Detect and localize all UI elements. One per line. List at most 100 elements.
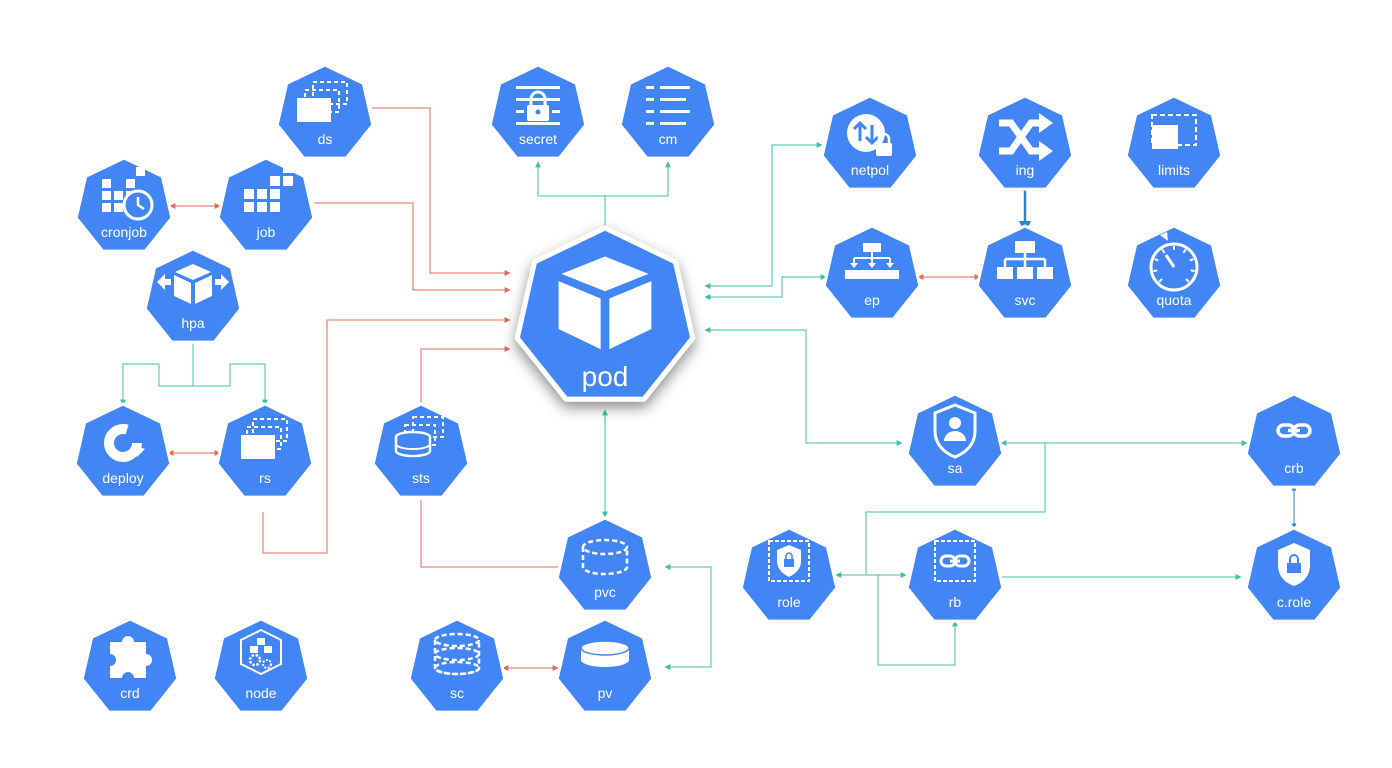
node-pod: pod (514, 225, 696, 402)
persistent-volume-disk-icon (580, 640, 630, 667)
node-netpol: netpol (820, 94, 920, 191)
cronjob-clock-icon (102, 167, 154, 221)
node-pod-shape (514, 225, 696, 402)
cluster-role-lock-icon (1278, 543, 1310, 586)
node-label-crole: c.role (1277, 594, 1311, 610)
node-label-pvc: pvc (594, 584, 616, 600)
node-label-pod: pod (582, 361, 629, 392)
node-label-secret: secret (519, 131, 557, 147)
edge-rs-pod (262, 317, 511, 554)
node-crb-shape (1244, 392, 1344, 489)
storage-class-stack-icon (433, 632, 481, 676)
node-label-node: node (245, 685, 276, 701)
node-rs: rs (215, 402, 315, 499)
node-label-deploy: deploy (102, 470, 143, 486)
node-label-sc: sc (450, 685, 464, 701)
node-label-ing: ing (1016, 162, 1035, 178)
edge-pod-sa (704, 327, 903, 446)
node-pv: pv (555, 617, 655, 714)
cluster-role-binding-link-icon (1276, 423, 1312, 438)
node-sa: sa (905, 392, 1005, 489)
node-label-limits: limits (1158, 162, 1190, 178)
edge-hpa-deploy (120, 343, 194, 406)
edge-hpa-rs (193, 363, 268, 406)
node-quota: quota (1124, 224, 1224, 321)
statefulset-disk-icon (394, 416, 444, 458)
node-label-role: role (777, 594, 801, 610)
node-sts: sts (371, 402, 471, 499)
node-role: role (739, 526, 839, 623)
quota-gauge-icon (1149, 232, 1199, 292)
deployment-cycle-icon (104, 424, 145, 462)
node-label-svc: svc (1015, 292, 1036, 308)
pvc-disk-dashed-icon (581, 538, 629, 576)
secret-lock-icon (516, 86, 560, 125)
node-label-crb: crb (1284, 460, 1304, 476)
edge-job-pod (314, 202, 511, 293)
node-ds: ds (275, 63, 375, 160)
node-label-pv: pv (598, 685, 613, 701)
node-svc: svc (975, 224, 1075, 321)
node-deploy: deploy (73, 402, 173, 499)
node-crole: c.role (1244, 526, 1344, 623)
node-hpa-shape (143, 247, 243, 344)
node-label-cronjob: cronjob (101, 224, 147, 240)
node-sc-shape (407, 617, 507, 714)
role-binding-link-icon (934, 540, 976, 582)
node-secret: secret (488, 63, 588, 160)
node-quota-shape (1124, 224, 1224, 321)
role-lock-icon (768, 540, 810, 582)
node-cluster-icon (240, 628, 282, 676)
node-label-sts: sts (412, 470, 430, 486)
node-node-shape (211, 617, 311, 714)
node-job: job (216, 156, 316, 253)
node-rb-shape (905, 526, 1005, 623)
edge-rb-loop (877, 575, 958, 666)
endpoints-icon (845, 243, 899, 279)
node-sc: sc (407, 617, 507, 714)
configmap-list-icon (646, 86, 690, 125)
node-pvc-shape (555, 516, 655, 613)
edge-sts-pvc (420, 500, 560, 568)
node-label-hpa: hpa (181, 315, 205, 331)
service-account-user-icon (933, 403, 977, 459)
edge-rb-sa (865, 443, 1046, 575)
ingress-shuffle-icon (999, 113, 1053, 161)
node-label-netpol: netpol (851, 162, 889, 178)
node-hpa: hpa (143, 247, 243, 344)
node-label-ep: ep (864, 292, 880, 308)
node-pvc: pvc (555, 516, 655, 613)
node-cm: cm (618, 63, 718, 160)
service-tree-icon (997, 241, 1053, 279)
node-limits: limits (1124, 94, 1224, 191)
edge-pod-secret (535, 161, 605, 197)
hpa-scale-icon (157, 264, 229, 304)
pod-cube-icon (558, 256, 652, 350)
edge-ep-pod (704, 274, 827, 300)
node-label-rs: rs (259, 470, 271, 486)
nodes-layer: ds secret cm netpol ing limits cronjob job pod ep… (73, 63, 1344, 714)
edge-ds-pod (372, 107, 511, 276)
node-ing: ing (975, 94, 1075, 191)
node-ep: ep (822, 224, 922, 321)
limit-range-icon (1151, 114, 1197, 149)
node-label-sa: sa (948, 460, 963, 476)
node-label-ds: ds (318, 131, 333, 147)
daemonset-icon (297, 81, 348, 122)
node-label-job: job (256, 224, 276, 240)
network-policy-icon (847, 114, 892, 156)
puzzle-piece-icon (110, 636, 152, 678)
node-deploy-shape (73, 402, 173, 499)
edge-pod-cm (605, 161, 671, 197)
job-grid-icon (244, 163, 293, 212)
node-label-rb: rb (949, 594, 962, 610)
edge-netpol-pod (704, 142, 823, 289)
node-node: node (211, 617, 311, 714)
node-crb: crb (1244, 392, 1344, 489)
node-label-crd: crd (120, 685, 139, 701)
node-cronjob: cronjob (74, 156, 174, 253)
edge-sts-pod (420, 346, 511, 410)
node-crd: crd (80, 617, 180, 714)
replicaset-stack-icon (241, 418, 288, 459)
